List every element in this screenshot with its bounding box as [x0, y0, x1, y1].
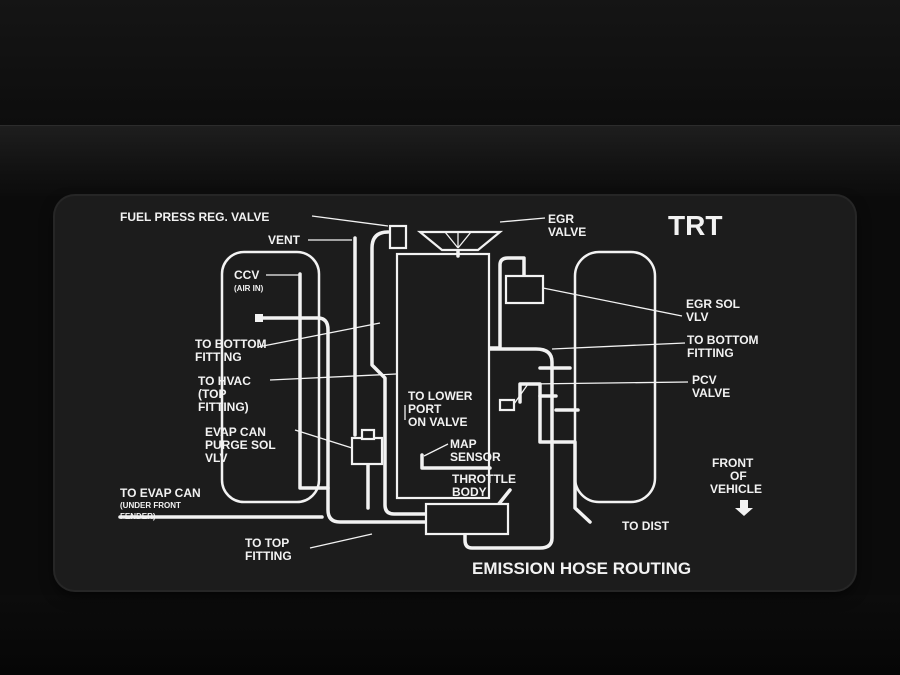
to-lower-port-label-1: TO LOWER [408, 389, 473, 403]
pcv-valve-label-2: VALVE [692, 386, 730, 400]
bracket-marks [538, 366, 580, 412]
to-bottom-fitting-left-2: FITTING [195, 350, 242, 364]
throttle-body-vent [496, 488, 512, 507]
to-hvac-label-2: (TOP [198, 387, 226, 401]
to-dist-label: TO DIST [622, 519, 670, 533]
evap-can-purge-label-3: VLV [205, 451, 227, 465]
egr-sol-vlv-label-2: VLV [686, 310, 708, 324]
to-evap-can-label-2: (UNDER FRONT [120, 501, 181, 510]
front-of-vehicle-label-1: FRONT [712, 456, 754, 470]
to-evap-can-label-1: TO EVAP CAN [120, 486, 201, 500]
map-sensor-label-1: MAP [450, 437, 477, 451]
to-lower-port-label-2: PORT [408, 402, 442, 416]
throttle-body-label-2: BODY [452, 485, 487, 499]
fuel-reg-hose [370, 230, 430, 516]
pcv-valve-label-1: PCV [692, 373, 717, 387]
egr-sol-vlv-label-1: EGR SOL [686, 297, 740, 311]
throttle-body-hose [463, 347, 554, 550]
ccv-air-in-label: (AIR IN) [234, 284, 264, 293]
to-top-fitting-label-2: FITTING [245, 549, 292, 563]
intake-plenum [395, 252, 491, 500]
egr-valve-label-1: EGR [548, 212, 574, 226]
egr-valve-label-2: VALVE [548, 225, 586, 239]
evap-purge-solenoid [350, 436, 384, 466]
hood-rail [0, 125, 900, 196]
egr-sol-hose [488, 256, 526, 350]
front-of-vehicle-label-2: OF [730, 469, 747, 483]
front-of-vehicle-label-3: VEHICLE [710, 482, 762, 496]
fuel-press-reg-valve [388, 224, 408, 250]
to-evap-can-label-3: FENDER) [120, 512, 156, 521]
ccv-label: CCV [234, 268, 259, 282]
to-bottom-fitting-right-2: FITTING [687, 346, 734, 360]
egr-solenoid [504, 274, 545, 305]
left-air-cleaner-outline [220, 250, 321, 504]
engine-bay-upper [0, 0, 900, 125]
engine-bay-lower [0, 595, 900, 675]
label-code: TRT [668, 210, 722, 241]
evap-can-purge-label-1: EVAP CAN [205, 425, 266, 439]
right-air-cleaner-outline [573, 250, 657, 504]
throttle-body [424, 502, 510, 536]
egr-valve [416, 230, 504, 252]
to-hvac-label-1: TO HVAC [198, 374, 251, 388]
fuel-press-reg-valve-label: FUEL PRESS REG. VALVE [120, 210, 269, 224]
arrow-down-icon [735, 500, 753, 516]
ccv-hose [298, 272, 330, 490]
label-title: EMISSION HOSE ROUTING [472, 559, 691, 578]
throttle-body-label-1: THROTTLE [452, 472, 516, 486]
to-bottom-fitting-right-1: TO BOTTOM [687, 333, 759, 347]
to-top-fitting-label-1: TO TOP [245, 536, 289, 550]
map-sensor-hose [420, 453, 492, 470]
vent-label: VENT [268, 233, 301, 247]
map-sensor-label-2: SENSOR [450, 450, 501, 464]
pcv-valve [498, 398, 516, 412]
to-bottom-fitting-left-1: TO BOTTOM [195, 337, 267, 351]
to-lower-port-label-3: ON VALVE [408, 415, 468, 429]
pcv-dist-hose [518, 382, 592, 524]
evap-can-purge-label-2: PURGE SOL [205, 438, 276, 452]
to-hvac-label-3: FITTING) [198, 400, 249, 414]
bottom-fitting-hose [258, 316, 430, 524]
